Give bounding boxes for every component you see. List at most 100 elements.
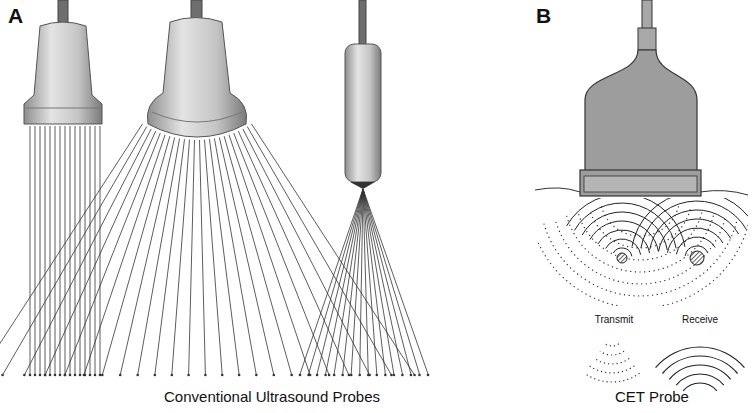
beam-line: [363, 189, 428, 374]
linear-probe: [24, 0, 102, 376]
panel-caption: CET Probe: [615, 388, 689, 405]
beam-tip: [44, 374, 47, 377]
beam-line: [55, 126, 56, 374]
beam-tip: [299, 374, 302, 377]
transmit-wave: [555, 219, 725, 284]
beam-line: [251, 124, 413, 374]
beam-line: [334, 189, 363, 374]
transmit-wave: [578, 213, 702, 260]
beam-tip: [255, 374, 258, 377]
beam-tip: [79, 374, 82, 377]
beam-line: [84, 135, 165, 374]
legend-label: Transmit: [595, 314, 634, 326]
beam-line: [3, 126, 147, 374]
receive-wave: [641, 201, 746, 248]
beam-tip: [238, 374, 241, 377]
beam-line: [35, 126, 36, 374]
beam-tip: [119, 374, 122, 377]
beam-tip: [358, 374, 361, 377]
convex-probe: [0, 0, 416, 376]
receive-wave: [659, 219, 731, 251]
beam-line: [363, 189, 419, 374]
beam-tip: [170, 374, 173, 377]
beam-tip: [307, 374, 310, 377]
beam-tip: [348, 374, 351, 377]
beam-tip: [69, 374, 72, 377]
beam-line: [351, 189, 363, 374]
beam-tip: [99, 374, 102, 377]
beam-tip: [29, 374, 32, 377]
beam-tip: [384, 374, 387, 377]
beam-line: [363, 189, 402, 374]
beam-line: [30, 126, 31, 374]
beam-line: [363, 189, 394, 374]
transmit-sample: [595, 359, 629, 364]
legend-label: Receive: [682, 314, 718, 326]
beam-line: [120, 137, 174, 374]
beam-line: [95, 126, 96, 374]
beam-tip: [59, 374, 62, 377]
receive-wave: [582, 212, 667, 250]
transmit-wave: [538, 225, 748, 306]
beam-line: [326, 189, 363, 374]
beam-tip: [54, 374, 57, 377]
beam-line: [200, 140, 206, 374]
receive-wave: [606, 239, 641, 255]
beam-line: [309, 189, 363, 374]
beam-tip: [64, 374, 67, 377]
panel-letter: B: [536, 4, 551, 28]
beam-line: [317, 189, 363, 374]
beam-line: [363, 189, 385, 374]
panel-caption: Conventional Ultrasound Probes: [164, 388, 380, 405]
beam-line: [46, 131, 156, 374]
beam-line: [45, 126, 46, 374]
beam-line: [138, 138, 180, 374]
beam-line: [224, 136, 291, 374]
beam-tip: [290, 374, 293, 377]
beam-tip: [324, 374, 327, 377]
receive-wave: [667, 228, 723, 253]
receive-sample: [656, 347, 745, 368]
beam-line: [25, 129, 151, 374]
beam-tip: [154, 374, 157, 377]
beam-tip: [101, 374, 104, 377]
beam-line: [343, 189, 363, 374]
beam-tip: [376, 374, 379, 377]
beam-tip: [74, 374, 77, 377]
beam-tip: [49, 374, 52, 377]
beam-tip: [393, 374, 396, 377]
beam-tip: [427, 374, 430, 377]
beam-line: [0, 124, 143, 374]
beam-tip: [89, 374, 92, 377]
receive-wave: [567, 198, 685, 247]
beam-line: [363, 189, 411, 374]
beam-line: [50, 126, 51, 374]
beam-line: [229, 135, 310, 374]
beam-tip: [418, 374, 421, 377]
beam-line: [155, 139, 185, 374]
receive-wave: [598, 230, 650, 253]
transmit-sample: [600, 351, 624, 355]
beam-tip: [341, 374, 344, 377]
receive-sample: [676, 374, 724, 385]
transmit-sample: [590, 366, 635, 373]
beam-tip: [39, 374, 42, 377]
receive-sample: [669, 365, 730, 379]
beam-tip: [273, 374, 276, 377]
beam-line: [238, 131, 348, 374]
transmit-wave: [543, 222, 736, 296]
beam-tip: [44, 374, 47, 377]
beam-line: [360, 189, 363, 374]
beam-tip: [1, 374, 4, 377]
beam-line: [189, 140, 195, 374]
cet-probe: [532, 0, 754, 391]
beam-tip: [410, 374, 413, 377]
beam-line: [70, 126, 71, 374]
beam-line: [205, 140, 223, 374]
beam-line: [300, 189, 363, 374]
panel-letter: A: [8, 4, 23, 28]
beam-line: [90, 126, 91, 374]
receive-wave: [632, 198, 748, 247]
beam-tip: [333, 374, 336, 377]
